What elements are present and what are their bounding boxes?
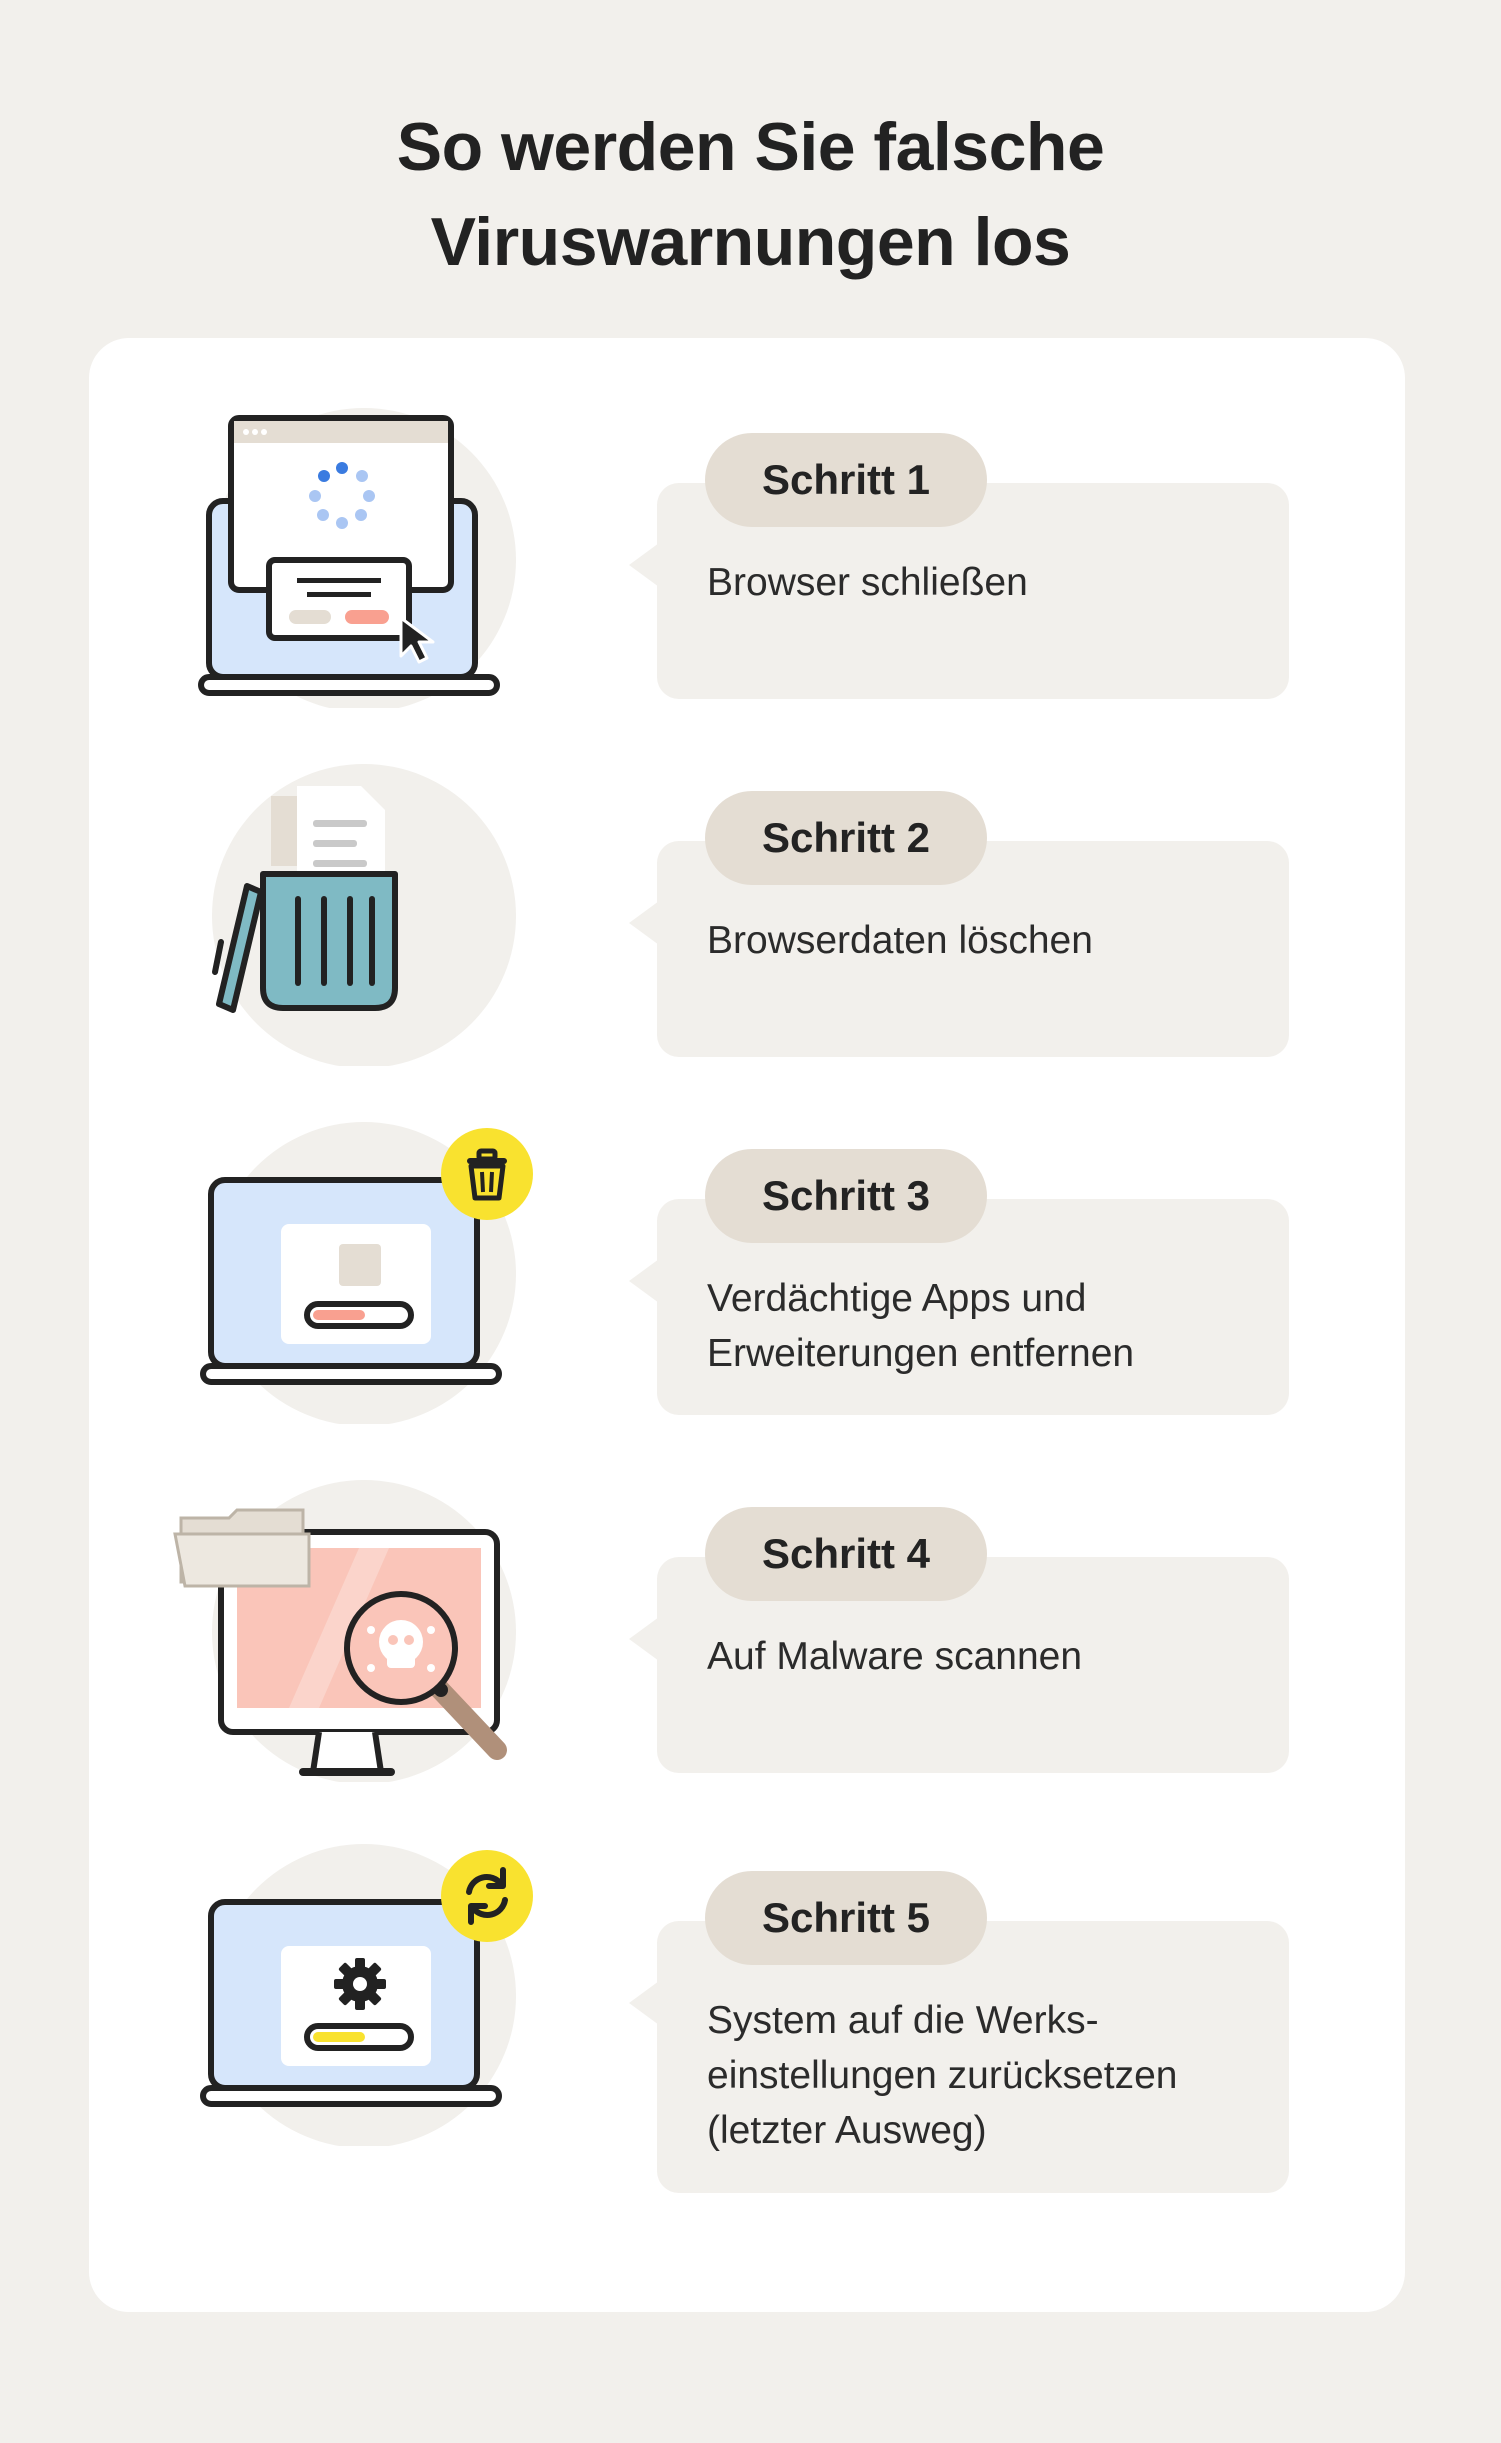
step-4-label: Schritt 4 [705,1507,987,1601]
step-2-label: Schritt 2 [705,791,987,885]
step-5-line-1: System auf die Werks- [707,1999,1099,2042]
step-3-line-2: Erweiterungen entfernen [707,1332,1135,1375]
laptop-gear-refresh-icon [149,1826,609,2146]
step-5-label: Schritt 5 [705,1871,987,1965]
step-1-description: Browser schließen [707,555,1267,610]
step-4-description: Auf Malware scannen [707,1629,1267,1684]
step-3-bubble: Verdächtige Apps und Erweiterungen entfe… [629,1199,1289,1415]
title-line-1: So werden Sie falsche [396,109,1105,185]
step-2-line-1: Browserdaten löschen [707,919,1093,962]
monitor-magnifier-skull-icon [149,1462,609,1782]
step-4-line-1: Auf Malware scannen [707,1635,1083,1678]
step-5-line-2: einstellungen zurücksetzen [707,2054,1178,2097]
step-1-line-1: Browser schließen [707,561,1028,604]
step-5-description: System auf die Werks- einstellungen zurü… [707,1993,1267,2158]
step-3-line-1: Verdächtige Apps und [707,1277,1087,1320]
step-2-description: Browserdaten löschen [707,913,1267,968]
step-5-line-3: (letzter Ausweg) [707,2109,987,2152]
browser-popup-cursor-icon [149,388,609,708]
laptop-trash-badge-icon [149,1104,609,1424]
title-line-2: Viruswarnungen los [430,204,1071,280]
step-1-label: Schritt 1 [705,433,987,527]
step-5-bubble: System auf die Werks- einstellungen zurü… [629,1921,1289,2193]
step-3-label: Schritt 3 [705,1149,987,1243]
trash-badge [441,1128,533,1220]
page-title: So werden Sie falsche Viruswarnungen los [0,100,1501,290]
steps-card: Browser schließen Schritt 1 [89,338,1405,2312]
refresh-badge [441,1850,533,1942]
trash-bin-document-icon [149,746,609,1066]
step-3-description: Verdächtige Apps und Erweiterungen entfe… [707,1271,1267,1381]
